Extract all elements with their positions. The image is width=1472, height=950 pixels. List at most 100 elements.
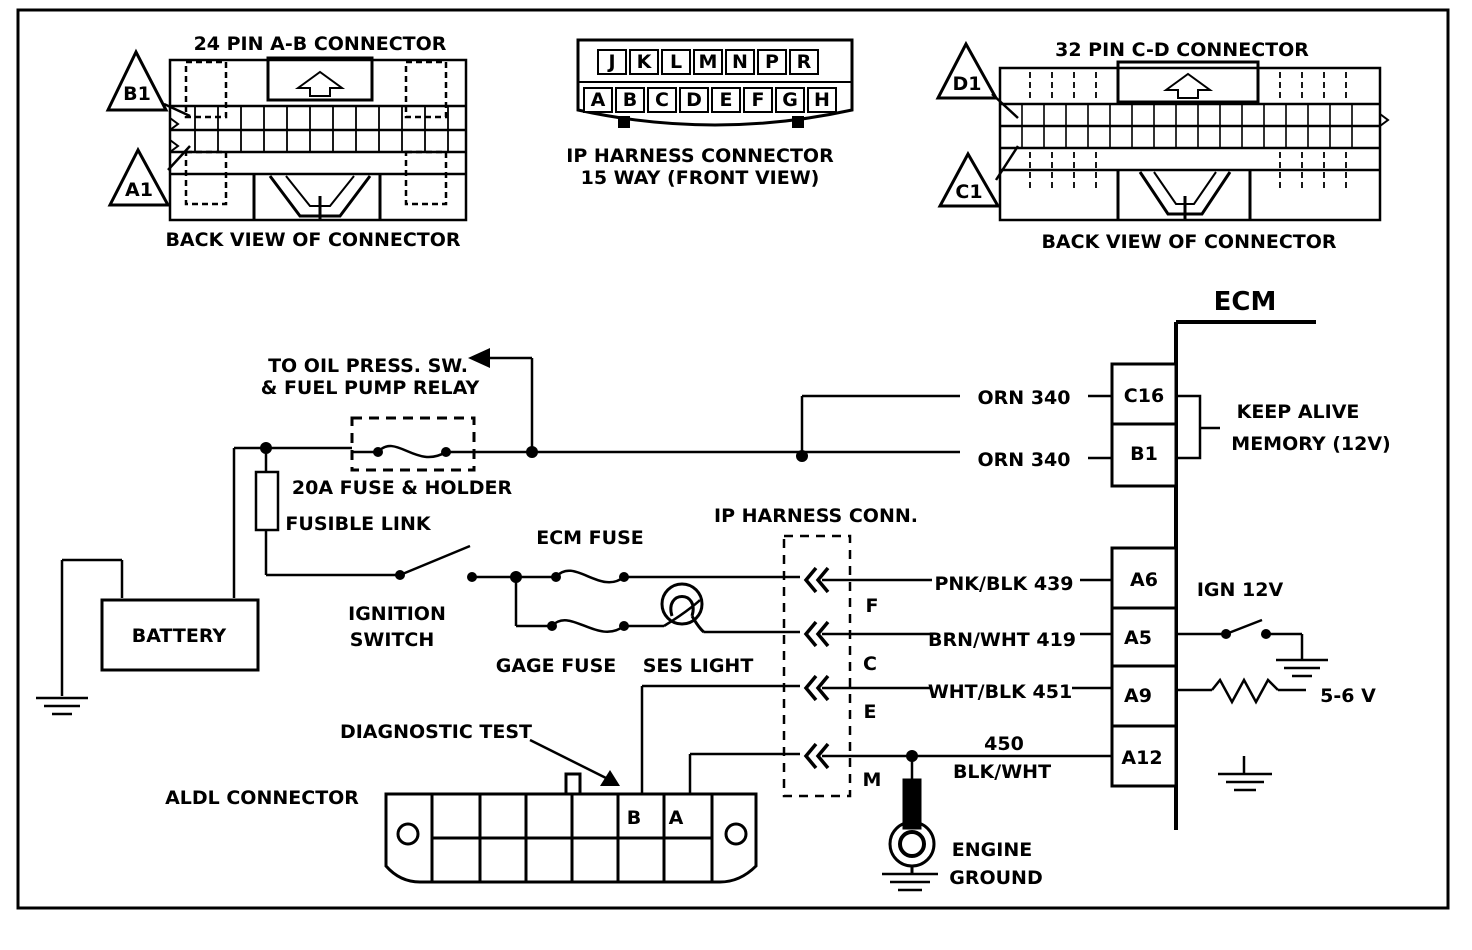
ip-bottom-letter-d: D	[686, 89, 702, 111]
pin-b1-label: B1	[123, 83, 151, 105]
ecm-pin-c16: C16	[1124, 385, 1164, 407]
to-oil-label-2: & FUEL PUMP RELAY	[261, 377, 480, 399]
ignition-label-1: IGNITION	[348, 603, 446, 625]
connector-24-pin-ab	[168, 56, 468, 222]
wire-orn340-top: ORN 340	[978, 387, 1071, 409]
ip-bottom-letter-g: G	[782, 89, 798, 111]
keep-alive-label-2: MEMORY (12V)	[1231, 433, 1390, 455]
ip-bottom-letter-c: C	[655, 89, 669, 111]
ip-chevrons	[803, 566, 830, 770]
aldl-pin-b: B	[627, 807, 641, 829]
to-oil-label-1: TO OIL PRESS. SW.	[268, 355, 468, 377]
ip-top-cell-p	[757, 49, 787, 75]
battery: BATTERY	[100, 598, 260, 672]
aldl-connector-label: ALDL CONNECTOR	[165, 787, 359, 809]
pin-d1-label: D1	[953, 73, 982, 95]
ecm-module	[1110, 320, 1316, 830]
fusible-link-label: FUSIBLE LINK	[285, 513, 431, 535]
pin-c1-marker: C1	[937, 145, 1020, 208]
ip-top-cell-m	[693, 49, 723, 75]
ip-top-letter-r: R	[797, 51, 812, 73]
fuse-holder-label: 20A FUSE & HOLDER	[292, 477, 513, 499]
cd-connector-caption: BACK VIEW OF CONNECTOR	[1041, 231, 1336, 253]
ecm-pin-a12: A12	[1121, 747, 1162, 769]
ip-bottom-cell-e	[711, 87, 741, 113]
pin-c1-label: C1	[955, 181, 982, 203]
battery-label: BATTERY	[132, 625, 227, 647]
keep-alive-bracket	[1176, 394, 1220, 460]
ecm-pin-a9: A9	[1124, 685, 1152, 707]
power-wiring	[60, 356, 1112, 794]
diagnostic-test-label: DIAGNOSTIC TEST	[340, 721, 532, 743]
ip-top-letter-m: M	[699, 51, 718, 73]
ip-pin-m: M	[863, 769, 882, 791]
ip-pin-f: F	[866, 595, 879, 617]
oil-press-arrow	[468, 348, 490, 368]
engine-ground-label-1: ENGINE	[952, 839, 1032, 861]
ip-bottom-cell-f	[743, 87, 773, 113]
ip-top-letter-l: L	[670, 51, 682, 73]
ecm-pin-b1: B1	[1130, 443, 1158, 465]
pin-a1-label: A1	[125, 179, 153, 201]
wire-wht-blk-451: WHT/BLK 451	[928, 681, 1072, 703]
gage-fuse-label: GAGE FUSE	[496, 655, 617, 677]
wire-orn340-bottom: ORN 340	[978, 449, 1071, 471]
ip-bottom-letter-f: F	[752, 89, 765, 111]
aldl-connector	[384, 772, 758, 884]
ip-bottom-letter-b: B	[623, 89, 637, 111]
ecm-pin-a5: A5	[1124, 627, 1152, 649]
diagnostic-test-pointer	[529, 738, 620, 786]
cd-connector-title: 32 PIN C-D CONNECTOR	[1055, 39, 1309, 61]
engine-ground-label-2: GROUND	[949, 867, 1042, 889]
ecm-fuse-label: ECM FUSE	[536, 527, 644, 549]
ground-symbols	[36, 658, 1328, 892]
a9-resistor	[1176, 677, 1306, 705]
ip-bottom-cell-d	[679, 87, 709, 113]
ip-top-letter-j: J	[606, 51, 615, 73]
ecm-pin-a6: A6	[1130, 569, 1158, 591]
ip-connector-caption-2: 15 WAY (FRONT VIEW)	[581, 167, 820, 189]
ip-harness-conn-box	[782, 534, 852, 798]
diagram-frame	[16, 8, 1450, 910]
ip-harness-conn-label: IP HARNESS CONN.	[714, 505, 918, 527]
ip-bottom-letter-h: H	[814, 89, 830, 111]
ses-light-bulb	[660, 582, 705, 634]
ip-top-cell-j	[597, 49, 627, 75]
ip-pin-e: E	[864, 701, 877, 723]
ip-bottom-cell-a	[583, 87, 613, 113]
ab-connector-caption: BACK VIEW OF CONNECTOR	[165, 229, 460, 251]
ip-bottom-cell-h	[807, 87, 837, 113]
junction-dots	[260, 442, 918, 762]
wire-brn-wht-419: BRN/WHT 419	[928, 629, 1076, 651]
ip-top-cell-n	[725, 49, 755, 75]
ign-12v-label: IGN 12V	[1197, 579, 1284, 601]
ignition-label-2: SWITCH	[350, 629, 435, 651]
ip-bottom-cell-c	[647, 87, 677, 113]
wire-450-number: 450	[984, 733, 1024, 755]
voltage-label: 5-6 V	[1320, 685, 1376, 707]
keep-alive-label-1: KEEP ALIVE	[1237, 401, 1360, 423]
wire-pnk-blk-439: PNK/BLK 439	[934, 573, 1073, 595]
ip-bottom-letter-e: E	[720, 89, 733, 111]
ip-pin-c: C	[863, 653, 877, 675]
ign-12v-switch	[1176, 618, 1304, 660]
wire-450-color: BLK/WHT	[953, 761, 1051, 783]
ip-harness-connector-15-way	[576, 38, 854, 128]
pin-a1-marker: A1	[107, 145, 191, 207]
ses-light-label: SES LIGHT	[643, 655, 754, 677]
ip-bottom-cell-g	[775, 87, 805, 113]
ip-bottom-cell-b	[615, 87, 645, 113]
pin-b1-marker: B1	[105, 48, 191, 118]
ip-top-cell-r	[789, 49, 819, 75]
ip-top-cell-k	[629, 49, 659, 75]
pin-d1-marker: D1	[935, 40, 1019, 119]
ecm-label: ECM	[1214, 287, 1277, 317]
engine-ground-lug	[888, 778, 936, 874]
connector-32-pin-cd	[998, 60, 1390, 222]
ip-top-cell-l	[661, 49, 691, 75]
ip-bottom-letter-a: A	[591, 89, 606, 111]
